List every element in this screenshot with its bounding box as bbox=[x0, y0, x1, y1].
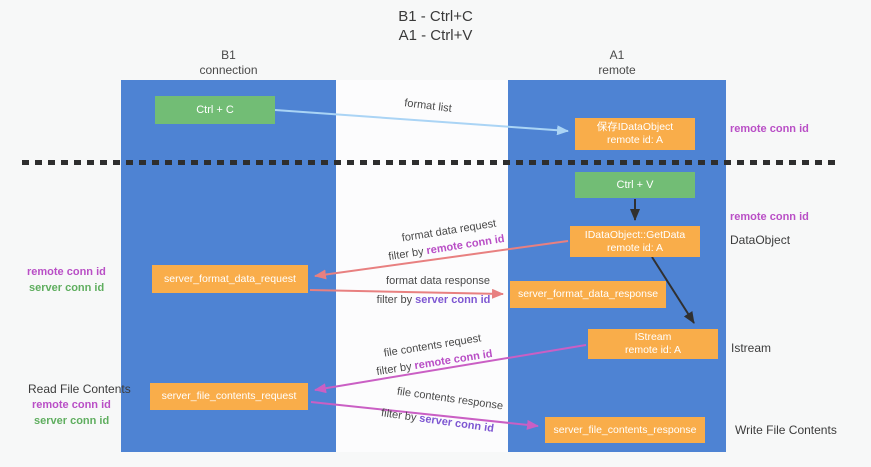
filter-by-text: filter by bbox=[376, 294, 416, 306]
remote-conn-id-label-left-upper: remote conn id bbox=[27, 266, 106, 278]
format-list-arrow bbox=[274, 109, 569, 136]
save-dataobject-line2: remote id: A bbox=[606, 134, 664, 146]
remote-conn-id-label-top-right: remote conn id bbox=[730, 123, 809, 135]
filter-by-server-label-1: filter by server conn id bbox=[366, 294, 501, 306]
left-column-header-sub: connection bbox=[199, 63, 258, 77]
ctrl-v-label: Ctrl + V bbox=[616, 179, 654, 191]
ctrl-c-box: Ctrl + C bbox=[155, 96, 275, 124]
server-format-data-response-label: server_format_data_response bbox=[517, 288, 659, 300]
title-line-2: A1 - Ctrl+V bbox=[398, 27, 473, 44]
right-column-header: A1 remote bbox=[508, 48, 726, 78]
ctrl-v-box: Ctrl + V bbox=[575, 172, 695, 198]
diagram-title: B1 - Ctrl+C A1 - Ctrl+V bbox=[0, 7, 871, 45]
right-column-header-sub: remote bbox=[598, 63, 636, 77]
write-file-contents-label: Write File Contents bbox=[735, 423, 837, 437]
format-data-response-arrow bbox=[309, 288, 504, 299]
remote-conn-id-label-right: remote conn id bbox=[730, 211, 809, 223]
server-conn-id-inline: server conn id bbox=[415, 294, 491, 306]
istream-label: Istream bbox=[731, 341, 772, 355]
getdata-to-istream-arrow bbox=[651, 256, 695, 324]
format-data-request-arrow bbox=[314, 240, 569, 280]
file-contents-request-arrow bbox=[314, 344, 587, 394]
server-conn-id-label-left-upper: server conn id bbox=[29, 282, 105, 294]
left-column-header: B1 connection bbox=[121, 48, 336, 78]
left-column-header-name: B1 bbox=[221, 48, 236, 62]
title-line-1: B1 - Ctrl+C bbox=[398, 8, 473, 25]
server-file-contents-response-label: server_file_contents_response bbox=[553, 423, 697, 436]
ctrl-c-label: Ctrl + C bbox=[196, 104, 234, 116]
idataobject-getdata-box: IDataObject::GetData remote id: A bbox=[570, 226, 700, 257]
format-data-response-label: format data response bbox=[386, 275, 490, 287]
istream-box: IStream remote id: A bbox=[588, 329, 718, 359]
getdata-line2: remote id: A bbox=[606, 241, 664, 254]
save-dataobject-line1: 保存IDataObject bbox=[596, 121, 674, 133]
server-file-contents-request-box: server_file_contents_request bbox=[150, 383, 308, 410]
dataobject-label: DataObject bbox=[730, 233, 791, 247]
session-divider-dashed-line bbox=[22, 160, 838, 165]
file-contents-response-arrow bbox=[310, 401, 539, 430]
server-format-data-request-box: server_format_data_request bbox=[152, 265, 308, 293]
right-column-header-name: A1 bbox=[609, 48, 625, 62]
middle-panel bbox=[336, 80, 508, 452]
istream-line2: remote id: A bbox=[624, 344, 682, 356]
server-format-data-response-box: server_format_data_response bbox=[510, 281, 666, 308]
remote-conn-id-label-left-lower: remote conn id bbox=[32, 399, 111, 411]
save-dataobject-box: 保存IDataObject remote id: A bbox=[575, 118, 695, 150]
server-format-data-request-label: server_format_data_request bbox=[164, 272, 296, 285]
server-file-contents-request-label: server_file_contents_request bbox=[161, 390, 297, 402]
read-file-contents-label: Read File Contents bbox=[28, 382, 131, 396]
server-file-contents-response-box: server_file_contents_response bbox=[545, 417, 705, 443]
server-conn-id-label-left-lower: server conn id bbox=[34, 415, 110, 427]
getdata-line1: IDataObject::GetData bbox=[584, 228, 686, 241]
istream-line1: IStream bbox=[634, 331, 672, 343]
